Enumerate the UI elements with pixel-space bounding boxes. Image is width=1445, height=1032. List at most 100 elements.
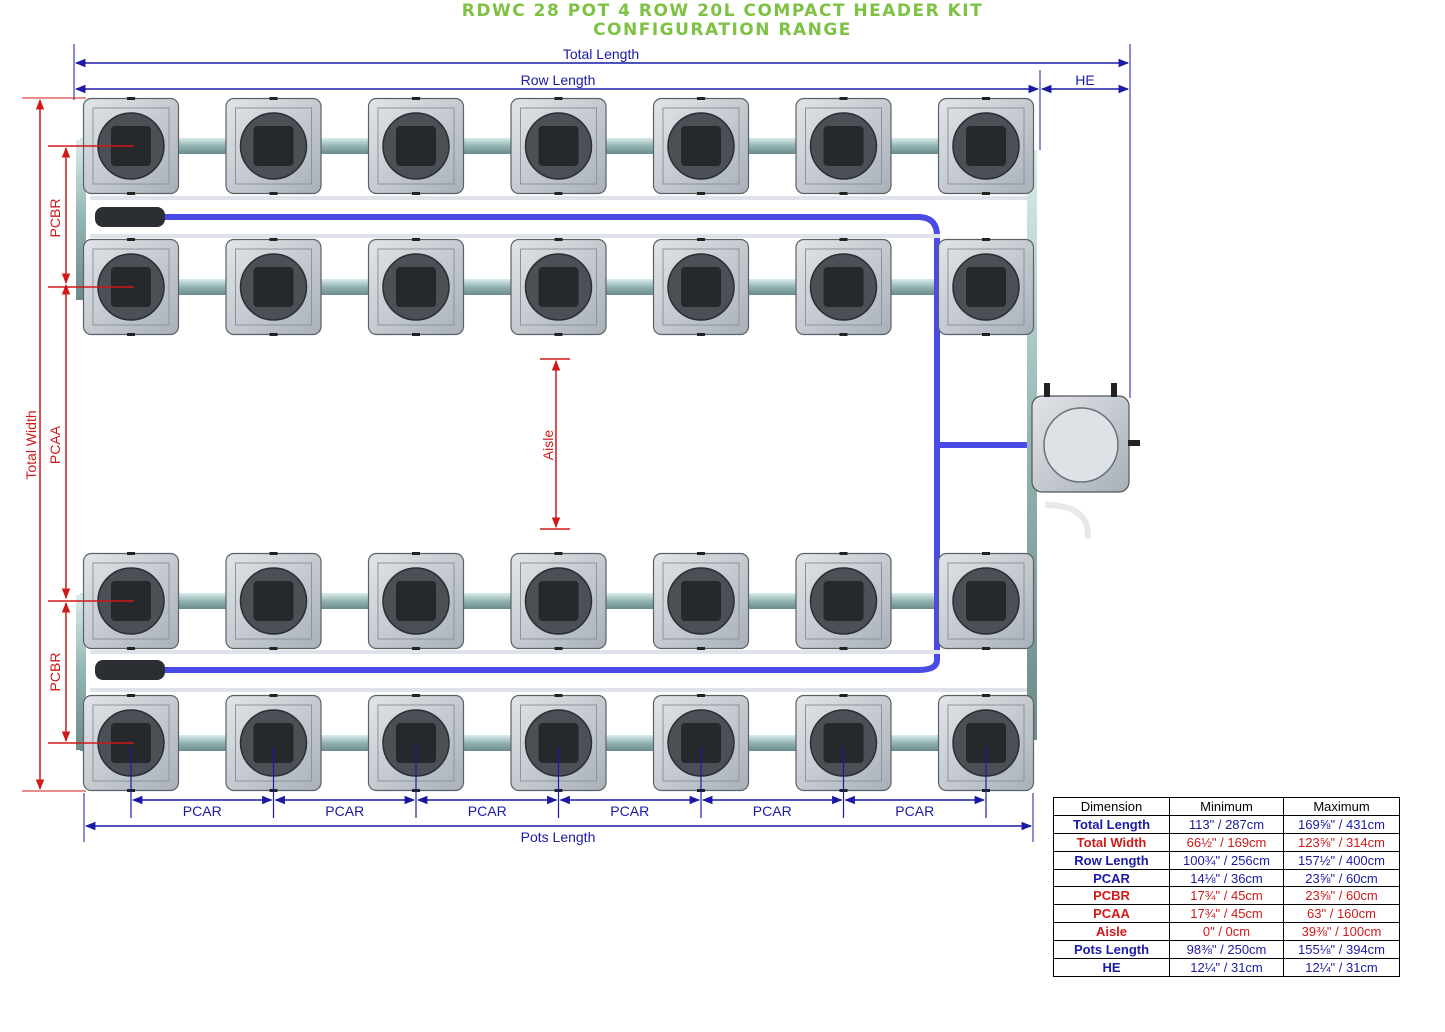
net-pot-mesh xyxy=(823,581,864,621)
pot-clip xyxy=(127,333,135,336)
pot xyxy=(225,97,322,195)
pot-rim xyxy=(805,562,882,640)
pots-length-label: Pots Length xyxy=(521,829,596,845)
pcbr-top-label: PCBR xyxy=(47,199,63,238)
pot-rim xyxy=(805,248,882,326)
he-label: HE xyxy=(1075,72,1094,88)
table-header-cell: Dimension xyxy=(1053,797,1170,816)
pot-rim xyxy=(662,248,740,326)
pot xyxy=(367,694,465,792)
pot-clip xyxy=(697,333,705,336)
pot xyxy=(652,238,750,336)
table-cell-max: 23⅝" / 60cm xyxy=(1283,886,1400,906)
table-cell-min: 17¾" / 45cm xyxy=(1169,886,1284,906)
table-cell-name: HE xyxy=(1053,958,1170,977)
pot-rim xyxy=(662,107,740,185)
pot-clip xyxy=(127,694,135,697)
pot xyxy=(225,694,322,792)
pot-clip xyxy=(839,647,848,650)
pot-rim xyxy=(92,562,170,640)
net-pot-mesh xyxy=(823,723,864,763)
pot-rim xyxy=(520,704,597,782)
pot-rim xyxy=(662,704,740,782)
pot-clip xyxy=(412,647,420,650)
pcar-label: PCAR xyxy=(753,803,792,819)
pot-clip xyxy=(554,238,563,241)
pot xyxy=(937,552,1035,650)
pot-rim xyxy=(662,562,740,640)
pot-rim xyxy=(235,248,312,326)
pot-clip xyxy=(554,97,563,100)
table-cell-name: PCAR xyxy=(1053,868,1170,888)
table-cell-max: 63" / 160cm xyxy=(1283,904,1400,924)
table-cell-max: 39⅜" / 100cm xyxy=(1283,922,1400,942)
pot-rim xyxy=(235,704,312,782)
pot-clip xyxy=(554,333,563,336)
net-pot-mesh xyxy=(966,723,1006,763)
pot-clip xyxy=(697,552,705,555)
pot-clip xyxy=(839,238,848,241)
pot xyxy=(795,238,892,336)
pot-clip xyxy=(269,647,278,650)
pot-clip xyxy=(269,238,278,241)
pot-clip xyxy=(982,647,990,650)
net-pot-mesh xyxy=(538,723,579,763)
pot-clip xyxy=(412,238,420,241)
pot-rim xyxy=(520,248,597,326)
pot xyxy=(510,694,607,792)
pot-clip xyxy=(554,694,563,697)
net-pot-mesh xyxy=(253,581,294,621)
pot xyxy=(937,694,1035,792)
pcaa-label: PCAA xyxy=(47,425,63,464)
pot-rim xyxy=(947,248,1025,326)
pot-clip xyxy=(982,333,990,336)
pot-clip xyxy=(412,192,420,195)
pot-clip xyxy=(839,333,848,336)
title-line-1: RDWC 28 POT 4 ROW 20L COMPACT HEADER KIT xyxy=(461,1,984,21)
table-header-cell: Minimum xyxy=(1169,797,1284,816)
table-cell-name: Total Length xyxy=(1053,814,1170,834)
net-pot-mesh xyxy=(396,126,436,166)
total-length-label: Total Length xyxy=(563,46,639,62)
pot-rim xyxy=(235,562,312,640)
pcar-label: PCAR xyxy=(610,803,649,819)
pcar-label: PCAR xyxy=(468,803,507,819)
pot-clip xyxy=(412,694,420,697)
table-cell-min: 17¾" / 45cm xyxy=(1169,904,1284,924)
pot-rim xyxy=(520,562,597,640)
table-cell-name: Aisle xyxy=(1053,922,1170,942)
net-pot-mesh xyxy=(681,723,721,763)
table-header-row: Dimension Minimum Maximum xyxy=(1053,797,1400,816)
return-pipe-layer xyxy=(76,140,1092,750)
pump-bottom xyxy=(95,660,165,680)
table-cell-name: PCAA xyxy=(1053,904,1170,924)
pot xyxy=(652,97,750,195)
net-pot-mesh xyxy=(253,126,294,166)
table-cell-max: 23⅝" / 60cm xyxy=(1283,868,1400,888)
drain-hose xyxy=(1044,502,1092,539)
pot-clip xyxy=(127,192,135,195)
pot-clip xyxy=(554,552,563,555)
pot-clip xyxy=(982,238,990,241)
table-cell-max: 155⅛" / 394cm xyxy=(1283,940,1400,960)
net-pot-mesh xyxy=(538,267,579,307)
pot-clip xyxy=(982,192,990,195)
pot-clip xyxy=(982,552,990,555)
pot-rim xyxy=(377,562,455,640)
net-pot-mesh xyxy=(253,267,294,307)
pot-clip xyxy=(127,647,135,650)
pot-layer xyxy=(82,97,1035,792)
pot xyxy=(795,552,892,650)
table-cell-name: Row Length xyxy=(1053,850,1170,870)
net-pot-mesh xyxy=(396,267,436,307)
pot-clip xyxy=(697,694,705,697)
pot-rim xyxy=(92,107,170,185)
left-manifold-top xyxy=(76,140,86,300)
